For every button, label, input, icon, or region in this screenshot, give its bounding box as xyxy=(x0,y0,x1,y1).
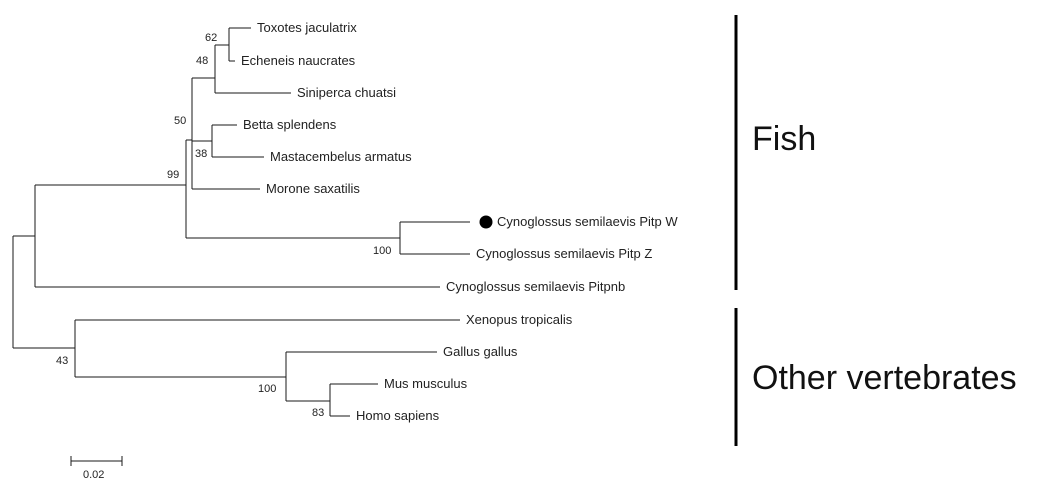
scale-bar: 0.02 xyxy=(70,456,123,481)
bootstrap-mammals: 83 xyxy=(312,407,324,419)
group-brackets: Fish Other vertebrates xyxy=(734,15,1017,446)
tree-branches xyxy=(12,27,470,417)
bootstrap-other-vertebrates: 43 xyxy=(56,355,68,367)
taxon-label-betta: Betta splendens xyxy=(243,117,337,132)
taxon-label-mus: Mus musculus xyxy=(384,376,468,391)
taxon-label-cs-pitp-z: Cynoglossus semilaevis Pitp Z xyxy=(476,246,652,261)
bootstrap-labels: 62 48 50 38 99 100 43 100 83 xyxy=(56,32,391,419)
other-vertebrates-group-label: Other vertebrates xyxy=(752,359,1017,397)
fish-group-label: Fish xyxy=(752,120,816,158)
bootstrap-toxotes-echeneis: 62 xyxy=(205,32,217,44)
taxon-label-xenopus: Xenopus tropicalis xyxy=(466,312,573,327)
taxon-label-toxotes: Toxotes jaculatrix xyxy=(257,20,357,35)
taxon-label-homo: Homo sapiens xyxy=(356,408,440,423)
taxon-label-siniperca: Siniperca chuatsi xyxy=(297,85,396,100)
taxon-label-morone: Morone saxatilis xyxy=(266,181,360,196)
taxon-label-cs-pitp-w: Cynoglossus semilaevis Pitp W xyxy=(497,214,678,229)
taxon-labels: Toxotes jaculatrix Echeneis naucrates Si… xyxy=(241,20,678,423)
bootstrap-with-siniperca: 48 xyxy=(196,55,208,67)
bootstrap-amniotes: 100 xyxy=(258,383,276,395)
taxon-label-mastacembelus: Mastacembelus armatus xyxy=(270,149,412,164)
taxon-label-gallus: Gallus gallus xyxy=(443,344,518,359)
scale-bar-label: 0.02 xyxy=(83,469,104,481)
highlight-dot-marker xyxy=(479,215,493,229)
taxon-label-cs-pitpnb: Cynoglossus semilaevis Pitpnb xyxy=(446,279,625,294)
taxon-label-echeneis: Echeneis naucrates xyxy=(241,53,356,68)
bootstrap-perciform-clade: 50 xyxy=(174,115,186,127)
bootstrap-fish-core: 99 xyxy=(167,169,179,181)
bootstrap-cs-pitp-pair: 100 xyxy=(373,245,391,257)
bootstrap-betta-mastacembelus: 38 xyxy=(195,148,207,160)
